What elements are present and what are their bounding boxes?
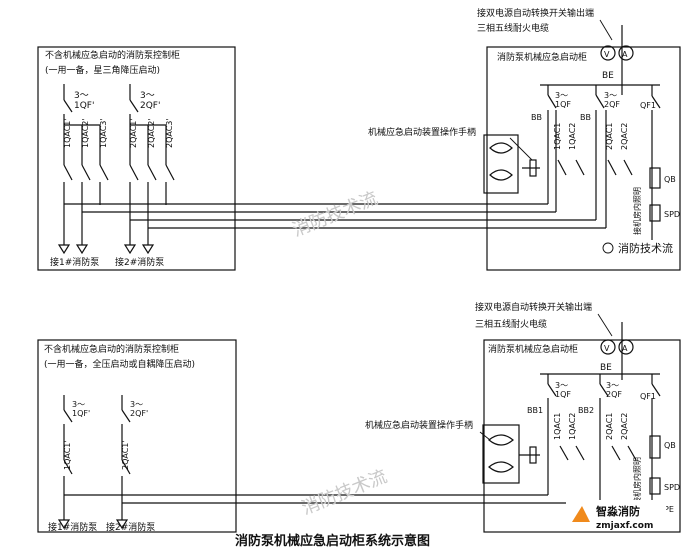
top-voltmeter-label: V xyxy=(604,50,610,59)
top-bb-left: BB xyxy=(531,113,542,122)
bottom-handle-box xyxy=(482,424,520,484)
bottom-diagram: 不含机械应急启动的消防泵控制柜 (一用一备，全压启动或自耦降压启动) 3～1QF… xyxy=(37,301,681,533)
bottom-right-cabinet xyxy=(483,339,681,533)
top-contactor-2b: 2QAC2' xyxy=(147,118,156,148)
top-handle-label: 机械应急启动装置操作手柄 xyxy=(368,126,476,138)
top-qf-1-label: QF1 xyxy=(640,101,656,110)
top-contactor-1c: 1QAC3' xyxy=(99,118,108,148)
bottom-qb xyxy=(649,435,661,459)
top-qac2b: 2QAC2 xyxy=(620,123,629,150)
top-right-title: 消防泵机械应急启动柜 xyxy=(497,51,587,63)
bottom-left-subtitle: (一用一备，全压启动或自耦降压启动) xyxy=(44,358,195,370)
bottom-be-label: BE xyxy=(600,363,612,373)
bottom-cable-label-1: 接双电源自动转换开关输出端 xyxy=(475,301,592,313)
top-switch-1-label: 3～1QF' xyxy=(74,91,94,111)
bottom-right-title: 消防泵机械应急启动柜 xyxy=(488,343,578,355)
bottom-handle-label: 机械应急启动装置操作手柄 xyxy=(365,419,473,431)
top-qb xyxy=(649,167,661,189)
top-switch-2-label: 3～2QF' xyxy=(140,91,160,111)
top-voltmeter xyxy=(600,45,616,61)
top-contactor-1b: 1QAC2' xyxy=(81,118,90,148)
top-watermark: 消防技术流 xyxy=(290,188,381,241)
top-qac1b: 1QAC2 xyxy=(568,123,577,150)
top-contactor-2a: 2QAC1' xyxy=(129,118,138,148)
top-contactor-1a: 1QAC1' xyxy=(63,118,72,148)
bottom-pump-2-label: 接2#消防泵 xyxy=(106,521,155,533)
top-qb-label: QB xyxy=(664,175,676,184)
bottom-voltmeter-label: V xyxy=(604,344,610,353)
bottom-qf-1-label: QF1 xyxy=(640,392,656,401)
bottom-spd-label: SPD xyxy=(664,483,680,492)
top-pump-2-label: 接2#消防泵 xyxy=(115,256,164,268)
bottom-left-switches xyxy=(57,395,131,530)
logo-name: 智淼消防 xyxy=(596,504,640,518)
top-pump-arrows xyxy=(57,244,155,255)
top-contactors-2 xyxy=(129,124,175,245)
top-handle-icon xyxy=(489,142,513,181)
top-handle-box xyxy=(483,134,519,194)
bottom-qf2-label: 3～2QF xyxy=(606,381,622,399)
top-cable-label-1: 接双电源自动转换开关输出端 xyxy=(477,7,594,19)
logo-flame-icon xyxy=(572,506,590,522)
bottom-switch-1-label: 3～1QF' xyxy=(72,400,90,418)
top-cable-label-2: 三相五线耐火电缆 xyxy=(477,22,549,34)
bottom-pump-1-label: 接1#消防泵 xyxy=(48,521,97,533)
bottom-cable-label-2: 三相五线耐火电缆 xyxy=(475,318,547,330)
diagram-caption: 消防泵机械应急启动柜系统示意图 xyxy=(235,533,430,549)
top-left-subtitle: (一用一备，星三角降压启动) xyxy=(45,64,160,76)
bottom-bb1: BB1 xyxy=(527,406,543,415)
bottom-left-cabinet xyxy=(37,339,237,533)
bottom-bus-lines xyxy=(64,494,600,504)
bottom-qac1b: 1QAC2 xyxy=(568,413,577,440)
bottom-bb2: BB2 xyxy=(578,406,594,415)
top-right-cabinet xyxy=(486,46,681,271)
top-switch-1: 3～1QF' xyxy=(63,84,94,125)
bottom-qac1a: 1QAC1 xyxy=(553,413,562,440)
top-bus-lines xyxy=(64,203,606,229)
top-right-switches xyxy=(547,85,661,240)
bottom-pe-label: PE xyxy=(664,505,674,514)
top-brand: 消防技术流 xyxy=(618,241,673,255)
top-contactor-2c: 2QAC3' xyxy=(165,118,174,148)
top-ammeter xyxy=(618,45,634,61)
top-be-label: BE xyxy=(602,71,614,81)
bottom-spd xyxy=(649,477,661,495)
bottom-qac2a: 2QAC1 xyxy=(605,413,614,440)
bottom-left-title: 不含机械应急启动的消防泵控制柜 xyxy=(44,343,179,355)
bottom-ammeter xyxy=(618,339,634,355)
site-logo: 智淼消防 zmjaxf.com xyxy=(566,500,666,531)
top-switch-2: 3～2QF' xyxy=(129,84,160,125)
bottom-handle-icon xyxy=(488,434,514,473)
top-ammeter-label: A xyxy=(622,50,628,59)
bottom-qf1-label: 3～1QF xyxy=(555,381,571,399)
top-diagram: 不含机械应急启动的消防泵控制柜 (一用一备，星三角降压启动) 3～1QF' 3～… xyxy=(37,7,681,271)
bottom-qac2b: 2QAC2 xyxy=(620,413,629,440)
bottom-voltmeter xyxy=(600,339,616,355)
bottom-ammeter-label: A xyxy=(622,344,628,353)
top-vertical-text: 接机房内照明 xyxy=(632,187,642,235)
top-spd-label: SPD xyxy=(664,210,680,219)
bottom-qb-label: QB xyxy=(664,441,676,450)
top-qf1-label: 3～1QF xyxy=(555,91,571,109)
bottom-right-switches xyxy=(547,374,661,510)
top-qac1a: 1QAC1 xyxy=(553,123,562,150)
wechat-icon xyxy=(602,242,614,254)
logo-url: zmjaxf.com xyxy=(596,521,653,531)
top-bb-right: BB xyxy=(580,113,591,122)
top-qac2a: 2QAC1 xyxy=(605,123,614,150)
bottom-contactor-2: 2QAC1' xyxy=(121,440,130,470)
bottom-contactor-1: 1QAC1' xyxy=(63,440,72,470)
top-left-title: 不含机械应急启动的消防泵控制柜 xyxy=(45,49,180,61)
bottom-vertical-text: 接机房内照明 xyxy=(632,457,642,505)
bottom-switch-2-label: 3～2QF' xyxy=(130,400,148,418)
top-contactors-1 xyxy=(63,124,109,245)
bottom-watermark: 消防技术流 xyxy=(299,466,390,519)
top-pump-1-label: 接1#消防泵 xyxy=(50,256,99,268)
top-left-cabinet xyxy=(37,46,236,271)
top-qf2-label: 3～2QF xyxy=(604,91,620,109)
top-spd xyxy=(649,204,661,222)
